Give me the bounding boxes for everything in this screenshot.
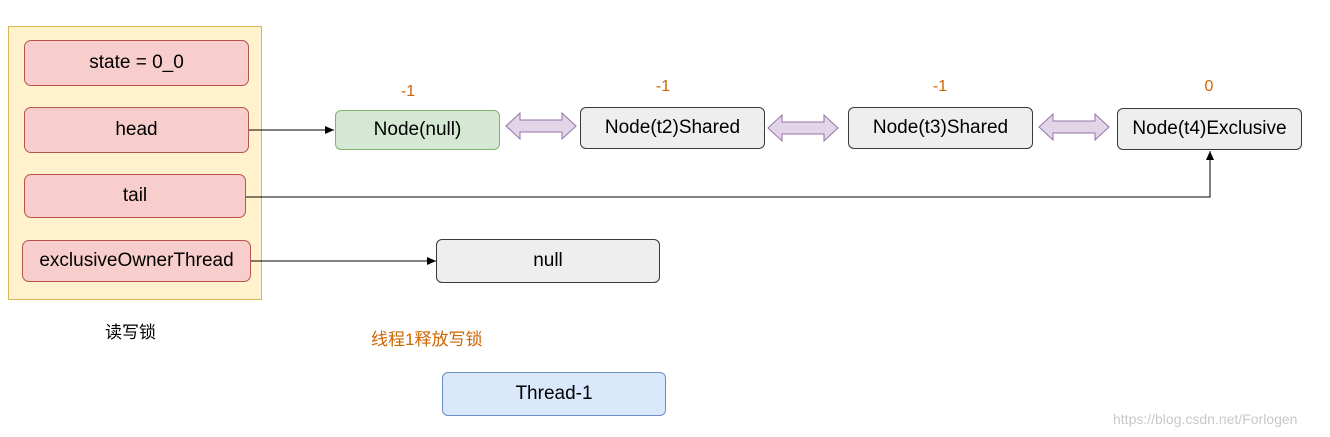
thread-box: Thread-1 [442,372,666,416]
head-field: head [24,107,249,153]
release-annotation: 线程1释放写锁 [371,330,483,349]
exclusive-owner-thread-field: exclusiveOwnerThread [22,240,251,282]
queue-node-t4: Node(t4)Exclusive [1117,108,1302,150]
link-arrow-1 [505,111,577,141]
queue-node-t2: Node(t2)Shared [580,107,765,149]
link-arrow-3 [1038,112,1110,142]
owner-value-box: null [436,239,660,283]
queue-node-t3: Node(t3)Shared [848,107,1033,149]
queue-node-head: Node(null) [335,110,500,150]
tail-field: tail [24,174,246,218]
node-null-status: -1 [400,83,416,100]
panel-caption: 读写锁 [105,323,156,342]
state-field: state = 0_0 [24,40,249,86]
node-t3-status: -1 [932,78,948,95]
watermark: https://blog.csdn.net/Forlogen [1113,411,1298,427]
link-arrow-2 [767,113,839,143]
node-t4-status: 0 [1204,78,1214,95]
tail-pointer-arrow [246,151,1214,198]
node-t2-status: -1 [655,78,671,95]
